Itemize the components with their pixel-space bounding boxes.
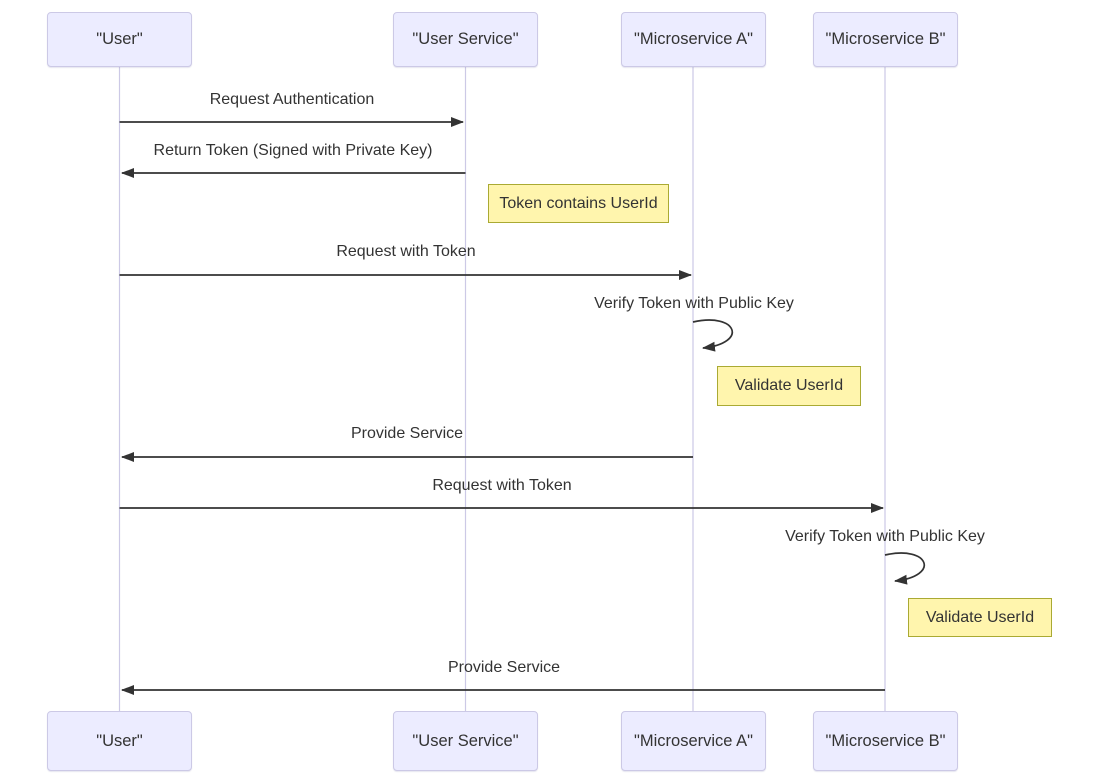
actor-microservice-a-bottom: "Microservice A" [621,711,766,771]
actor-user-service-label: "User Service" [412,731,519,750]
message-label-request-with-token-b: Request with Token [432,477,572,494]
actor-microservice-a-top: "Microservice A" [621,12,766,67]
message-label-request-authentication: Request Authentication [209,91,375,108]
message-label-verify-token-a: Verify Token with Public Key [594,295,794,312]
actor-user-service-top: "User Service" [393,12,538,67]
actor-microservice-b-top: "Microservice B" [813,12,958,67]
note-validate-userid-b: Validate UserId [908,598,1052,637]
actor-user-label: "User" [96,30,143,48]
message-label-verify-token-b: Verify Token with Public Key [785,528,985,545]
message-label-provide-service-a: Provide Service [350,425,464,442]
actor-microservice-b-bottom: "Microservice B" [813,711,958,771]
actor-user-top: "User" [47,12,192,67]
actor-user-service-bottom: "User Service" [393,711,538,771]
actor-microservice-b-label: "Microservice B" [825,30,946,48]
note-label: Validate UserId [734,377,844,394]
actor-user-bottom: "User" [47,711,192,771]
self-loop-verify-token-a [692,319,734,352]
message-label-request-with-token-a: Request with Token [336,243,476,260]
message-label-return-token: Return Token (Signed with Private Key) [153,142,433,159]
actor-microservice-b-label: "Microservice B" [825,731,946,750]
note-label: Validate UserId [925,608,1035,626]
actor-user-label: "User" [96,731,143,750]
note-token-contains-userid: Token contains UserId [488,184,669,223]
actor-user-service-label: "User Service" [412,30,519,48]
actor-microservice-a-label: "Microservice A" [634,731,753,750]
self-loop-verify-token-b [884,552,926,585]
note-validate-userid-a: Validate UserId [717,366,861,406]
actor-microservice-a-label: "Microservice A" [634,30,753,48]
note-label: Token contains UserId [499,194,658,212]
message-label-provide-service-b: Provide Service [447,659,561,676]
